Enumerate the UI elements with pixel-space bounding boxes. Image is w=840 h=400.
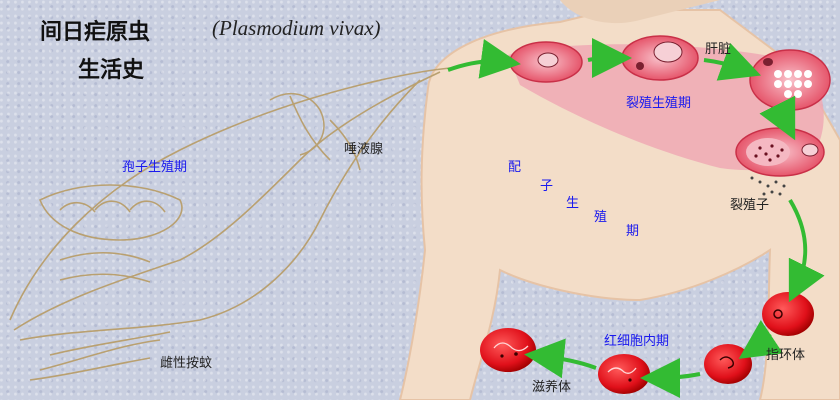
arrow-liver-3-4: [759, 95, 796, 141]
arrow-to-liver: [447, 39, 521, 79]
rbc-trophozoite: [598, 354, 650, 394]
label-erythrocytic-stage: 红细胞内期: [604, 334, 670, 349]
label-salivary-gland: 唾液腺: [344, 142, 384, 157]
label-schizogony: 裂殖生殖期: [626, 96, 692, 111]
label-gametogony-5: 期: [626, 224, 640, 239]
arrow-liver-1-2: [587, 38, 632, 79]
cycle-arrows: [447, 38, 825, 398]
liver-cell-2: [621, 35, 699, 81]
rbc-schizont: [480, 328, 536, 372]
subtitle: 生活史: [78, 58, 145, 83]
label-gametogony-1: 配: [508, 160, 522, 175]
label-gametogony-3: 生: [566, 196, 580, 211]
liver-cell-3: [749, 49, 831, 111]
rbc-young-trophozoite: [704, 344, 752, 384]
arrow-to-rbc: [788, 198, 825, 303]
arrow-liver-2-3: [703, 43, 762, 81]
rbc-ring-form: [762, 292, 814, 336]
title-latin: (Plasmodium vivax): [212, 16, 381, 40]
merozoite-release: [750, 176, 786, 196]
label-trophozoite: 滋养体: [532, 380, 572, 395]
label-gametogony-4: 殖: [594, 210, 608, 225]
liver-cell-1: [509, 41, 583, 83]
label-merozoite: 裂殖子: [730, 198, 770, 213]
label-female-mosquito: 雌性按蚊: [160, 356, 213, 371]
liver-cell-4: [735, 127, 825, 177]
label-ring-form: 指环体: [766, 348, 806, 363]
arrow-rbc-troph: [640, 357, 701, 398]
mosquito-outline: [9, 67, 451, 381]
label-sporogony: 孢子生殖期: [122, 160, 188, 175]
neck-shadow: [560, 0, 720, 24]
title-chinese: 间日疟原虫: [40, 20, 151, 45]
arrow-rbc-ring: [738, 320, 784, 359]
label-liver: 肝脏: [705, 42, 732, 57]
arrow-rbc-back: [524, 338, 597, 379]
label-gametogony-2: 子: [540, 179, 554, 194]
